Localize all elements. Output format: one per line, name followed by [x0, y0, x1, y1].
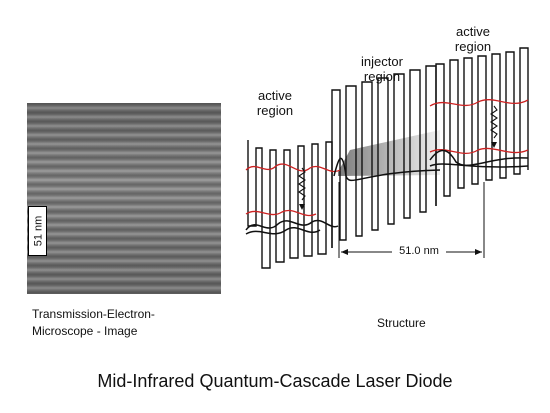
label-injector-region: injector region	[361, 54, 403, 84]
injector-wells	[331, 65, 437, 248]
dimension-label-bg	[392, 244, 446, 259]
tem-caption: Transmission-Electron-Microscope - Image	[32, 307, 155, 338]
label-active-region-right: active region	[454, 24, 492, 54]
label-active-region-left: active region	[256, 88, 294, 118]
active-region-left-wells	[247, 140, 333, 269]
structure-caption: Structure	[377, 316, 426, 330]
transition-arrow-right	[490, 105, 498, 148]
active-region-right-wells	[435, 47, 529, 206]
tem-image	[27, 103, 221, 294]
injector-shading	[338, 130, 440, 176]
wavefunction-lines	[245, 149, 529, 235]
scale-bar-label: 51 nm	[32, 215, 45, 247]
page-title: Mid-Infrared Quantum-Cascade Laser Diode	[97, 371, 453, 391]
scale-bar-box	[28, 206, 47, 256]
dimension-label: 51.0 nm	[399, 245, 439, 257]
transition-arrow-left	[298, 167, 306, 210]
